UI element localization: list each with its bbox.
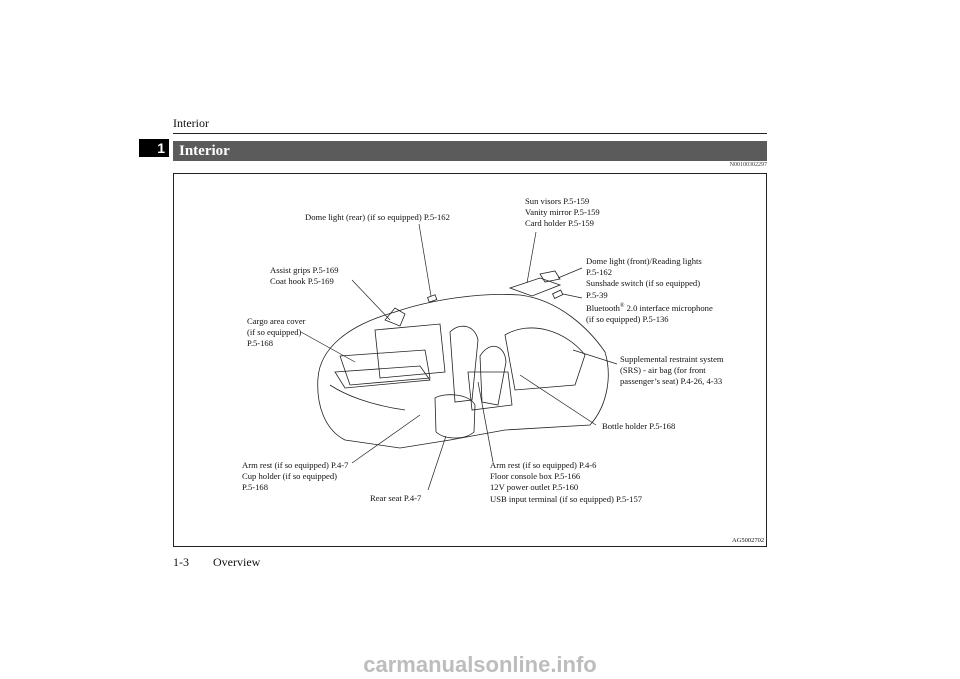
- leader-dome-front: [557, 267, 583, 279]
- callout-rear-seat: Rear seat P.4-7: [370, 493, 421, 504]
- callout-dome-light-front: Dome light (front)/Reading lights P.5-16…: [586, 256, 702, 301]
- interior-figure-frame: [173, 173, 767, 547]
- car-body-outline: [317, 293, 609, 449]
- callout-line: passenger’s seat) P.4-26, 4-33: [620, 376, 723, 387]
- leader-rear-seat: [427, 435, 447, 491]
- callout-line: (if so equipped): [247, 327, 302, 338]
- callout-line: 12V power outlet P.5-160: [490, 482, 579, 493]
- door-frame: [374, 323, 446, 379]
- callout-line: Bluetooth® 2.0 interface microphone: [586, 301, 713, 314]
- bluetooth-rest: 2.0 interface microphone: [624, 302, 713, 313]
- leader-srs: [572, 349, 618, 365]
- callout-armrest-rear: Arm rest (if so equipped) P.4-7 Cup hold…: [242, 460, 348, 494]
- dashboard: [504, 327, 586, 391]
- callout-line: USB input terminal (if so equipped) P.5-…: [490, 493, 643, 504]
- callout-line: Vanity mirror P.5-159: [525, 207, 600, 218]
- callout-line: Sun visors P.5-159: [525, 196, 590, 206]
- dome-light-rear: [427, 294, 438, 303]
- leader-dome-rear: [418, 223, 432, 297]
- callout-sun-visors: Sun visors P.5-159 Vanity mirror P.5-159…: [525, 196, 600, 230]
- rear-armrest: [434, 394, 476, 439]
- figure-code: AG5002702: [732, 537, 765, 544]
- callout-line: Cargo area cover: [247, 316, 306, 326]
- cargo-cover: [334, 365, 431, 389]
- callout-line: Sunshade switch (if so equipped): [586, 278, 701, 289]
- watermark: carmanualsonline.info: [363, 652, 597, 677]
- callout-line: P.5-39: [586, 289, 608, 300]
- callout-bluetooth: Bluetooth® 2.0 interface microphone (if …: [586, 301, 713, 325]
- callout-line: Cup holder (if so equipped): [242, 471, 337, 482]
- callout-line: P.5-162: [586, 267, 613, 278]
- front-seat-right: [479, 345, 507, 406]
- section-banner: Interior: [173, 141, 767, 161]
- rear-window-pillar: [384, 307, 406, 327]
- callout-line: P.5-168: [242, 482, 269, 493]
- bluetooth-brand: Bluetooth: [586, 302, 620, 313]
- leader-cargo: [300, 331, 356, 363]
- page-number: 1-3: [173, 555, 189, 569]
- callout-line: Supplemental restraint system: [620, 354, 724, 364]
- page-footer: 1-3 Overview: [173, 555, 260, 570]
- footer-chapter: Overview: [213, 555, 261, 569]
- microphone: [551, 289, 564, 299]
- callout-line: P.5-168: [247, 338, 274, 349]
- callout-line: Dome light (front)/Reading lights: [586, 256, 702, 266]
- rear-seat: [339, 349, 431, 386]
- callout-leader-lines: [300, 223, 618, 491]
- callout-line: Arm rest (if so equipped) P.4-6: [490, 460, 597, 470]
- callout-dome-light-rear: Dome light (rear) (if so equipped) P.5-1…: [305, 212, 450, 223]
- dome-light-front: [539, 270, 561, 283]
- callout-assist-grips: Assist grips P.5-169 Coat hook P.5-169: [270, 265, 339, 287]
- callout-line: Floor console box P.5-166: [490, 471, 581, 482]
- sun-visor-shape: [508, 277, 562, 297]
- callout-line: Arm rest (if so equipped) P.4-7: [242, 460, 349, 470]
- leader-armrest-rear: [351, 414, 421, 464]
- callout-cargo-cover: Cargo area cover (if so equipped) P.5-16…: [247, 316, 306, 350]
- registered-mark: ®: [619, 303, 625, 309]
- section-title: Interior: [179, 143, 230, 159]
- front-seat-left: [449, 325, 479, 403]
- leader-assist: [351, 279, 391, 321]
- rear-cargo-edge: [329, 384, 406, 411]
- page-header-title: Interior: [173, 116, 209, 130]
- chapter-tab: 1: [139, 139, 169, 157]
- callout-srs: Supplemental restraint system (SRS) - ai…: [620, 354, 724, 388]
- leader-armrest-front: [477, 381, 494, 463]
- callout-line: (if so equipped) P.5-136: [586, 314, 669, 325]
- callout-bottle-holder: Bottle holder P.5-168: [602, 421, 675, 432]
- section-code: N00100302297: [729, 162, 767, 168]
- callout-line: Bottle holder P.5-168: [602, 421, 676, 431]
- leader-bluetooth: [562, 293, 583, 299]
- callout-line: Assist grips P.5-169: [270, 265, 339, 275]
- center-console: [467, 371, 513, 411]
- leader-sun-visor: [526, 231, 537, 284]
- callout-line: (SRS) - air bag (for front: [620, 365, 706, 376]
- callout-armrest-front: Arm rest (if so equipped) P.4-6 Floor co…: [490, 460, 642, 505]
- callout-line: Dome light (rear) (if so equipped) P.5-1…: [305, 212, 450, 222]
- callout-line: Card holder P.5-159: [525, 218, 594, 229]
- leader-bottle: [519, 374, 597, 426]
- callout-line: Rear seat P.4-7: [370, 493, 422, 503]
- callout-line: Coat hook P.5-169: [270, 276, 334, 287]
- header-rule: [173, 133, 767, 134]
